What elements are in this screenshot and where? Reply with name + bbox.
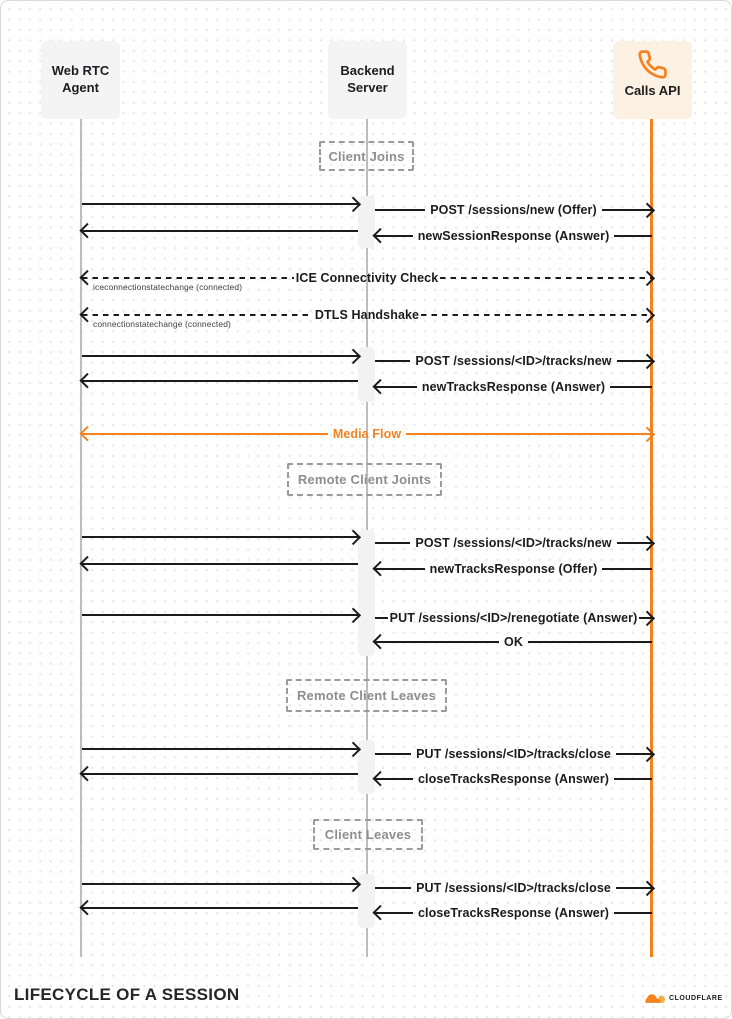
msg-post-sessions-new: POST /sessions/new (Offer) xyxy=(375,202,655,218)
arrowhead-right-icon xyxy=(639,426,655,442)
actor-backend-server: Backend Server xyxy=(328,41,407,119)
arrowhead-left-icon xyxy=(79,556,95,572)
step-label: Remote Client Joints xyxy=(297,472,432,487)
step-remote-client-joints: Remote Client Joints xyxy=(287,463,442,496)
arrowhead-right-icon xyxy=(639,746,655,762)
msg-close-tracks-response-2: closeTracksResponse (Answer) xyxy=(372,905,653,921)
cloudflare-wordmark: CLOUDFLARE xyxy=(669,994,723,1002)
activation-bar xyxy=(358,196,375,248)
msg-dtls-handshake: DTLS Handshake connectionstatechange (co… xyxy=(79,307,655,329)
message-label: OK xyxy=(504,635,523,649)
msg-new-session-response: newSessionResponse (Answer) xyxy=(372,228,653,244)
step-remote-client-leaves: Remote Client Leaves xyxy=(286,679,447,712)
arrowhead-left-icon xyxy=(372,905,388,921)
msg-put-tracks-close-2: PUT /sessions/<ID>/tracks/close xyxy=(375,880,655,896)
arrowhead-left-icon xyxy=(372,379,388,395)
actor-label: Backend Server xyxy=(340,63,395,95)
cloudflare-cloud-icon xyxy=(645,992,666,1004)
step-label: Client Joins xyxy=(328,148,405,164)
message-label: POST /sessions/<ID>/tracks/new xyxy=(415,354,612,368)
arrow-backend-to-agent xyxy=(79,556,358,572)
msg-ok: OK xyxy=(372,634,653,650)
step-client-leaves: Client Leaves xyxy=(313,819,423,850)
message-label: closeTracksResponse (Answer) xyxy=(417,772,610,786)
actor-label: Web RTC Agent xyxy=(51,63,110,95)
arrowhead-left-icon xyxy=(372,561,388,577)
arrowhead-left-icon xyxy=(372,634,388,650)
msg-post-tracks-new-2: POST /sessions/<ID>/tracks/new xyxy=(375,535,655,551)
message-label: Media Flow xyxy=(332,427,402,441)
message-label: newSessionResponse (Answer) xyxy=(417,229,610,243)
activation-bar xyxy=(358,740,375,794)
message-label: PUT /sessions/<ID>/tracks/close xyxy=(416,881,611,895)
arrow-backend-to-agent xyxy=(79,766,358,782)
arrowhead-left-icon xyxy=(79,426,95,442)
arrow-backend-to-agent xyxy=(79,373,358,389)
arrowhead-left-icon xyxy=(79,373,95,389)
message-label: ICE Connectivity Check xyxy=(295,271,439,285)
message-label: POST /sessions/new (Offer) xyxy=(430,203,597,217)
arrow-agent-to-backend xyxy=(82,741,361,757)
arrowhead-left-icon xyxy=(79,223,95,239)
cloudflare-logo: CLOUDFLARE xyxy=(645,992,723,1004)
msg-close-tracks-response: closeTracksResponse (Answer) xyxy=(372,771,653,787)
arrowhead-left-icon xyxy=(372,771,388,787)
arrowhead-right-icon xyxy=(345,196,361,212)
message-label: DTLS Handshake xyxy=(314,308,420,322)
msg-put-renegotiate: PUT /sessions/<ID>/renegotiate (Answer) xyxy=(375,610,655,626)
page-title: LIFECYCLE OF A SESSION xyxy=(14,985,240,1004)
msg-put-tracks-close: PUT /sessions/<ID>/tracks/close xyxy=(375,746,655,762)
actor-calls-api: Calls API xyxy=(613,41,692,119)
step-label: Remote Client Leaves xyxy=(296,688,437,703)
arrowhead-right-icon xyxy=(639,535,655,551)
msg-new-tracks-response-answer: newTracksResponse (Answer) xyxy=(372,379,653,395)
msg-new-tracks-response-offer: newTracksResponse (Offer) xyxy=(372,561,652,577)
message-label: newTracksResponse (Answer) xyxy=(421,380,606,394)
arrow-agent-to-backend xyxy=(82,196,361,212)
event-note: connectionstatechange (connected) xyxy=(93,319,231,329)
message-label: newTracksResponse (Offer) xyxy=(429,562,598,576)
actor-webrtc-agent: Web RTC Agent xyxy=(41,41,120,119)
activation-bar xyxy=(358,530,375,656)
arrow-agent-to-backend xyxy=(82,876,361,892)
message-label: PUT /sessions/<ID>/renegotiate (Answer) xyxy=(389,611,638,625)
message-label: POST /sessions/<ID>/tracks/new xyxy=(415,536,612,550)
arrowhead-left-icon xyxy=(79,766,95,782)
msg-post-tracks-new: POST /sessions/<ID>/tracks/new xyxy=(375,353,655,369)
msg-media-flow: Media Flow xyxy=(79,426,655,442)
arrowhead-right-icon xyxy=(345,741,361,757)
arrowhead-right-icon xyxy=(639,610,655,626)
arrowhead-right-icon xyxy=(639,202,655,218)
activation-bar xyxy=(358,874,375,928)
message-label: PUT /sessions/<ID>/tracks/close xyxy=(416,747,611,761)
arrowhead-right-icon xyxy=(639,270,655,286)
arrowhead-left-icon xyxy=(79,900,95,916)
arrowhead-right-icon xyxy=(639,353,655,369)
event-note: iceconnectionstatechange (connected) xyxy=(93,282,243,292)
message-label: closeTracksResponse (Answer) xyxy=(417,906,610,920)
arrow-agent-to-backend xyxy=(82,529,361,545)
phone-icon xyxy=(637,49,668,80)
arrowhead-right-icon xyxy=(345,529,361,545)
arrow-backend-to-agent xyxy=(79,900,358,916)
activation-bar xyxy=(358,347,375,402)
arrowhead-right-icon xyxy=(345,607,361,623)
actor-label: Calls API xyxy=(624,83,681,98)
arrowhead-right-icon xyxy=(639,307,655,323)
arrowhead-right-icon xyxy=(639,880,655,896)
arrowhead-right-icon xyxy=(345,348,361,364)
arrow-backend-to-agent xyxy=(79,223,358,239)
arrowhead-left-icon xyxy=(372,228,388,244)
arrow-agent-to-backend xyxy=(82,348,361,364)
lifeline-calls-api xyxy=(650,119,653,957)
arrowhead-right-icon xyxy=(345,876,361,892)
lifeline-webrtc-agent xyxy=(80,119,82,957)
step-label: Client Leaves xyxy=(324,827,412,842)
arrow-agent-to-backend xyxy=(82,607,361,623)
msg-ice-connectivity-check: ICE Connectivity Check iceconnectionstat… xyxy=(79,270,655,292)
step-client-joins: Client Joins xyxy=(319,141,414,171)
